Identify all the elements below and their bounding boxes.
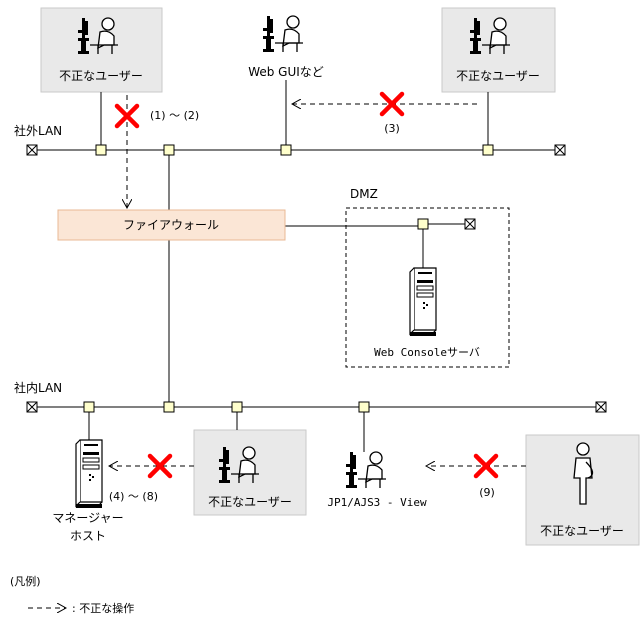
user-label-4: 不正なユーザー: [540, 524, 624, 538]
terminator-icon: [595, 401, 607, 413]
firewall-box: [57, 209, 286, 241]
port-icon: [358, 401, 370, 413]
unauthorized-user-box-1: [40, 7, 163, 93]
terminator-icon: [464, 218, 476, 230]
manager-host-label-1: マネージャー: [52, 511, 123, 525]
workstation-icon: [345, 451, 387, 489]
attack-label-3: (4) ～ (8): [109, 490, 158, 503]
port-icon: [482, 144, 494, 156]
port-icon: [163, 144, 175, 156]
attack-label-4: (9): [479, 486, 495, 499]
standing-person-icon: [573, 442, 594, 505]
workstation-icon: [262, 15, 304, 53]
port-icon: [417, 218, 429, 230]
user-label-2: 不正なユーザー: [456, 69, 540, 83]
port-icon: [83, 401, 95, 413]
terminator-icon: [26, 401, 38, 413]
dmz-label: DMZ: [350, 187, 378, 201]
server-icon: [409, 267, 437, 337]
terminator-icon: [554, 144, 566, 156]
web-gui-label: Web GUIなど: [248, 65, 324, 79]
port-icon: [280, 144, 292, 156]
port-icon: [95, 144, 107, 156]
attack-label-1: (1) ～ (2): [150, 109, 199, 122]
legend-title: (凡例): [10, 574, 41, 588]
internal-lan-label: 社内LAN: [14, 380, 62, 395]
terminator-icon: [26, 144, 38, 156]
user-label-3: 不正なユーザー: [208, 495, 292, 509]
server-icon: [75, 439, 103, 509]
dmz-link-line: [285, 224, 424, 227]
port-icon: [231, 401, 243, 413]
web-console-label: Web Consoleサーバ: [374, 346, 480, 359]
jp1-view-label: JP1/AJS3 - View: [327, 496, 427, 509]
legend-label: : 不正な操作: [72, 601, 134, 615]
port-icon: [163, 401, 175, 413]
attack-label-2: (3): [384, 122, 400, 135]
user-label-1: 不正なユーザー: [59, 69, 143, 83]
manager-host-label-2: ホスト: [70, 529, 106, 543]
external-lan-label: 社外LAN: [14, 123, 62, 138]
firewall-label: ファイアウォール: [123, 218, 219, 232]
